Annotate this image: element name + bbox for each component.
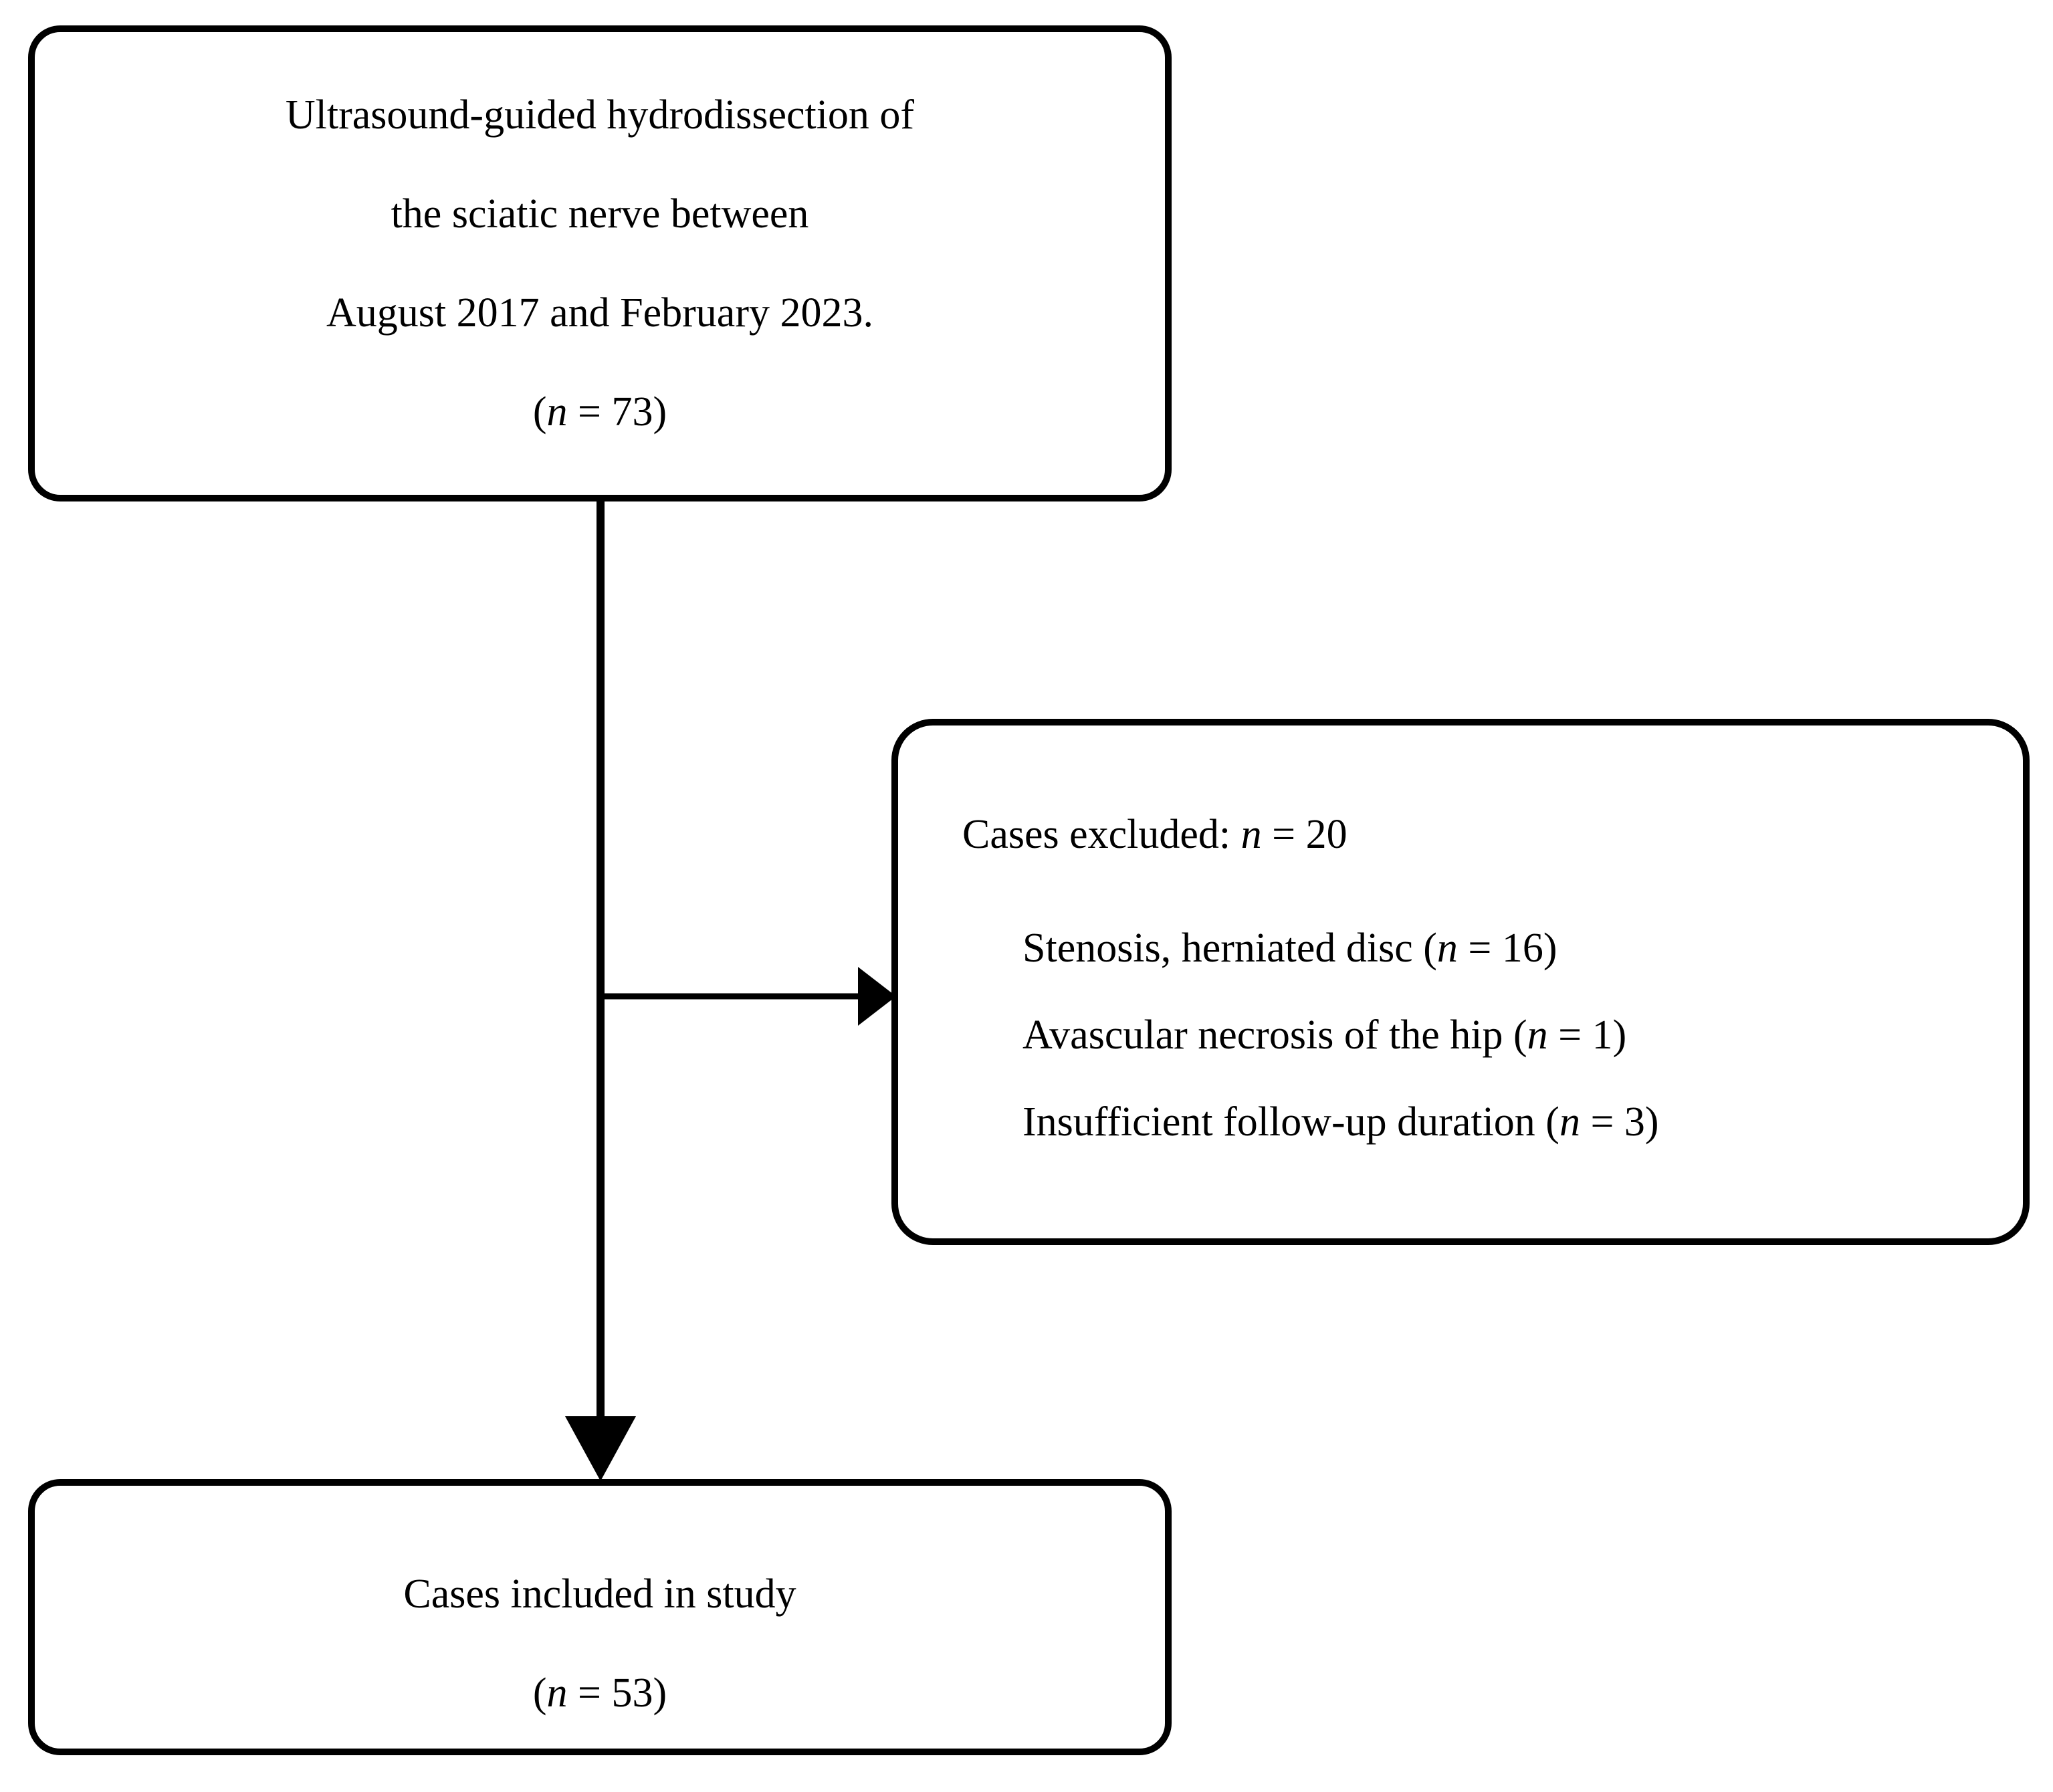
exclusions-heading-value: 20	[1305, 812, 1347, 857]
enrollment-count-suffix: )	[653, 389, 667, 435]
included-count-prefix: (	[532, 1670, 547, 1716]
enrollment-text: Ultrasound-guided hydrodissection of the…	[35, 66, 1165, 461]
exclusion-item-suffix: )	[1543, 925, 1557, 971]
exclusions-heading-equals: =	[1261, 812, 1306, 857]
enrollment-line-2: the sciatic nerve between	[391, 191, 809, 237]
included-count-symbol: n	[546, 1670, 568, 1716]
connector-enrollment-to-included	[565, 500, 636, 1481]
exclusion-item-value: 3	[1624, 1099, 1645, 1145]
box-exclusions: Cases excluded: n = 20 Stenosis, herniat…	[891, 719, 2030, 1245]
exclusion-item-equals: =	[1580, 1099, 1624, 1145]
included-count: (n = 53)	[35, 1644, 1165, 1743]
exclusions-heading: Cases excluded: n = 20	[962, 814, 1347, 855]
exclusion-item-suffix: )	[1612, 1012, 1627, 1058]
exclusion-item-insufficient-followup: Insufficient follow-up duration (n = 3)	[1022, 1079, 1659, 1165]
exclusion-item-label: Stenosis, herniated disc (	[1022, 925, 1437, 971]
enrollment-count-value: 73	[611, 389, 653, 435]
exclusions-list: Stenosis, herniated disc (n = 16) Avascu…	[1022, 905, 1659, 1165]
exclusion-item-equals: =	[1457, 925, 1502, 971]
enrollment-count: (n = 73)	[35, 362, 1165, 461]
included-count-equals: =	[567, 1670, 612, 1716]
exclusion-item-value: 16	[1501, 925, 1543, 971]
exclusion-item-avascular-necrosis: Avascular necrosis of the hip (n = 1)	[1022, 992, 1659, 1079]
exclusions-heading-label: Cases excluded:	[962, 812, 1241, 857]
exclusion-item-suffix: )	[1644, 1099, 1659, 1145]
exclusion-item-symbol: n	[1527, 1012, 1548, 1058]
enrollment-line-3: August 2017 and February 2023.	[326, 290, 873, 336]
exclusion-item-value: 1	[1592, 1012, 1613, 1058]
included-line-1: Cases included in study	[403, 1571, 796, 1617]
exclusion-item-equals: =	[1547, 1012, 1592, 1058]
included-count-suffix: )	[653, 1670, 667, 1716]
exclusion-item-symbol: n	[1559, 1099, 1580, 1145]
enrollment-count-prefix: (	[532, 389, 547, 435]
connector-enrollment-to-exclusions	[601, 967, 896, 1026]
included-text: Cases included in study (n = 53)	[35, 1545, 1165, 1743]
enrollment-count-symbol: n	[546, 389, 568, 435]
box-included: Cases included in study (n = 53)	[28, 1479, 1172, 1755]
exclusion-item-stenosis: Stenosis, herniated disc (n = 16)	[1022, 905, 1659, 992]
exclusion-item-label: Insufficient follow-up duration (	[1022, 1099, 1559, 1145]
enrollment-count-equals: =	[567, 389, 612, 435]
box-enrollment: Ultrasound-guided hydrodissection of the…	[28, 25, 1172, 501]
exclusion-item-symbol: n	[1436, 925, 1458, 971]
included-count-value: 53	[611, 1670, 653, 1716]
enrollment-line-1: Ultrasound-guided hydrodissection of	[285, 92, 915, 138]
exclusions-heading-symbol: n	[1240, 812, 1262, 857]
exclusion-item-label: Avascular necrosis of the hip (	[1022, 1012, 1527, 1058]
